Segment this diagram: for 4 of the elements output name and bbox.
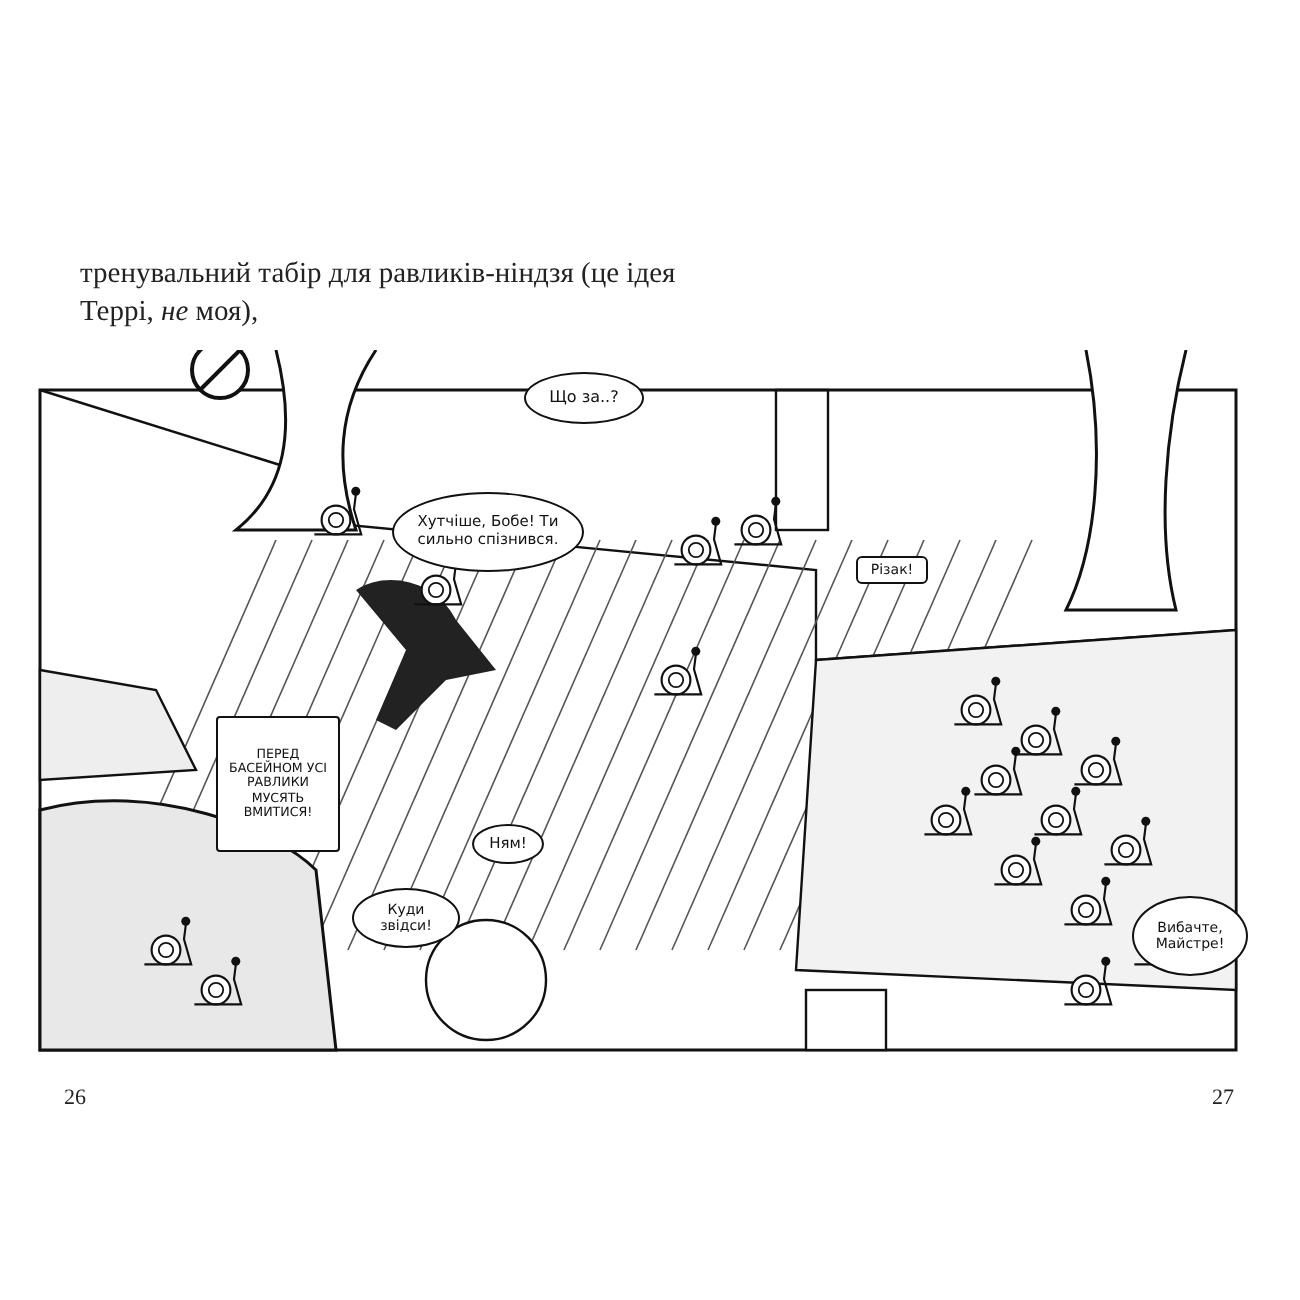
page-number: 27: [1212, 1086, 1234, 1110]
page-number: 26: [64, 1086, 86, 1110]
speech-bubble: Що за..?: [524, 372, 644, 424]
page-heading: тренувальний табір для равликів-ніндзя (це ідея Террі, не моя),: [80, 256, 678, 332]
